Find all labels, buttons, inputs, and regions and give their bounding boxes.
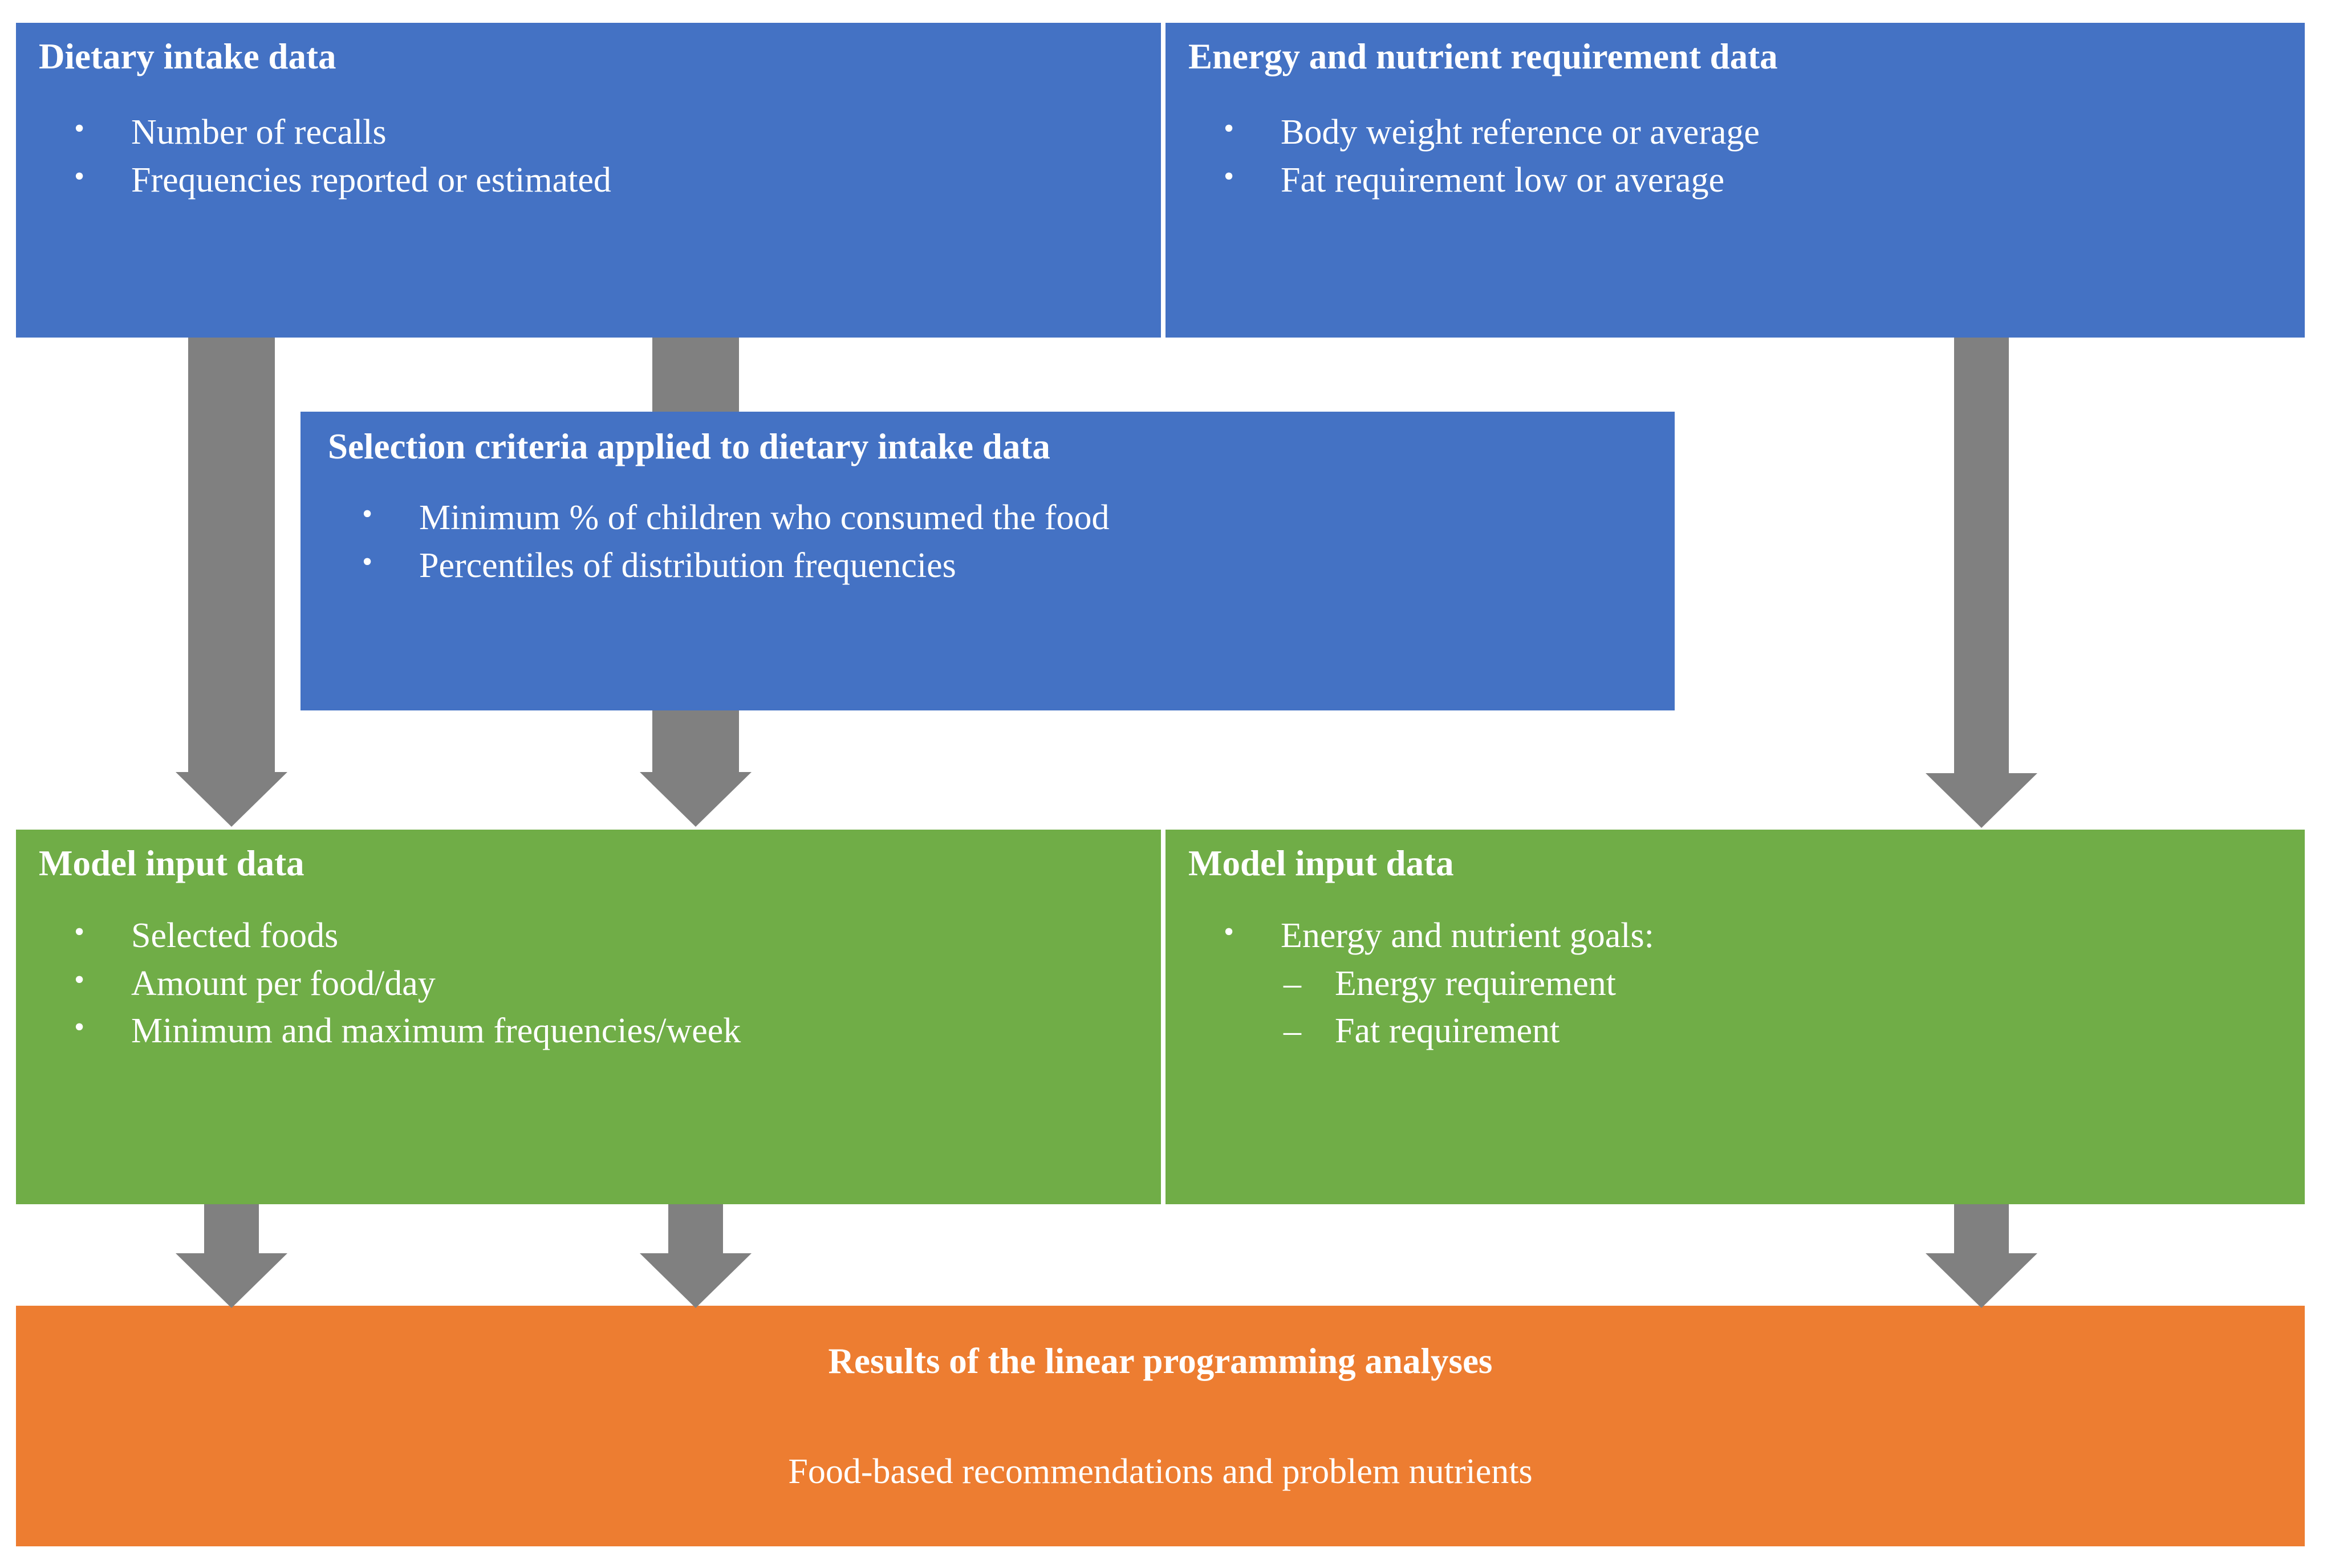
list-item: • Number of recalls (74, 109, 1161, 157)
selection-criteria-bullets: • Minimum % of children who consumed the… (362, 494, 1675, 590)
node-model-input-data-left: Model input data • Selected foods • Amou… (16, 830, 1161, 1204)
list-item: • Fat requirement low or average (1224, 157, 2305, 205)
model-input-left-bullets: • Selected foods • Amount per food/day •… (74, 912, 1161, 1055)
bullet-icon: • (74, 1011, 85, 1044)
bullet-icon: • (74, 916, 85, 948)
bullet-icon: • (362, 545, 373, 578)
selection-criteria-title: Selection criteria applied to dietary in… (328, 426, 1050, 466)
dash-icon: – (1284, 1012, 1301, 1051)
list-item: • Minimum % of children who consumed the… (362, 494, 1675, 542)
model-input-right-bullets: • Energy and nutrient goals: (1224, 912, 2305, 960)
bullet-icon: • (74, 963, 85, 996)
arrow-dietary-to-selection-criteria (652, 338, 739, 412)
dash-icon: – (1284, 964, 1301, 1003)
list-item: • Minimum and maximum frequencies/week (74, 1008, 1161, 1055)
arrow-model-input-left-to-results-1 (176, 1204, 287, 1308)
list-item: • Percentiles of distribution frequencie… (362, 542, 1675, 590)
node-model-input-data-right: Model input data • Energy and nutrient g… (1165, 830, 2305, 1204)
dietary-intake-data-title: Dietary intake data (39, 36, 336, 76)
list-item: • Energy and nutrient goals: (1224, 912, 2305, 960)
arrow-energy-requirement-to-model-input (1926, 338, 2037, 828)
bullet-icon: • (74, 160, 85, 193)
bullet-icon: • (1224, 112, 1234, 145)
bullet-icon: • (1224, 916, 1234, 948)
model-input-right-title: Model input data (1188, 843, 1454, 883)
results-title: Results of the linear programming analys… (828, 1341, 1493, 1381)
model-input-right-subbullets: – Energy requirement – Fat requirement (1224, 960, 2305, 1055)
results-subtitle: Food-based recommendations and problem n… (788, 1452, 1533, 1491)
node-selection-criteria: Selection criteria applied to dietary in… (300, 412, 1675, 710)
bullet-icon: • (1224, 160, 1234, 193)
list-item: – Fat requirement (1224, 1008, 2305, 1055)
arrow-model-input-right-to-results (1926, 1204, 2037, 1308)
list-item: • Amount per food/day (74, 960, 1161, 1008)
list-item: • Body weight reference or average (1224, 109, 2305, 157)
energy-requirement-bullets: • Body weight reference or average • Fat… (1224, 109, 2305, 204)
list-item: • Selected foods (74, 912, 1161, 960)
node-results: Results of the linear programming analys… (16, 1306, 2305, 1546)
energy-requirement-title: Energy and nutrient requirement data (1188, 36, 1778, 76)
bullet-icon: • (362, 498, 373, 530)
arrow-dietary-to-model-input (176, 338, 287, 827)
dietary-intake-data-bullets: • Number of recalls • Frequencies report… (74, 109, 1161, 204)
arrow-selection-criteria-to-model-input (640, 710, 752, 827)
arrow-model-input-left-to-results-2 (640, 1204, 752, 1308)
node-energy-nutrient-requirement-data: Energy and nutrient requirement data • B… (1165, 23, 2305, 338)
node-dietary-intake-data: Dietary intake data • Number of recalls … (16, 23, 1161, 338)
list-item: – Energy requirement (1224, 960, 2305, 1008)
bullet-icon: • (74, 112, 85, 145)
list-item: • Frequencies reported or estimated (74, 157, 1161, 205)
model-input-left-title: Model input data (39, 843, 304, 883)
